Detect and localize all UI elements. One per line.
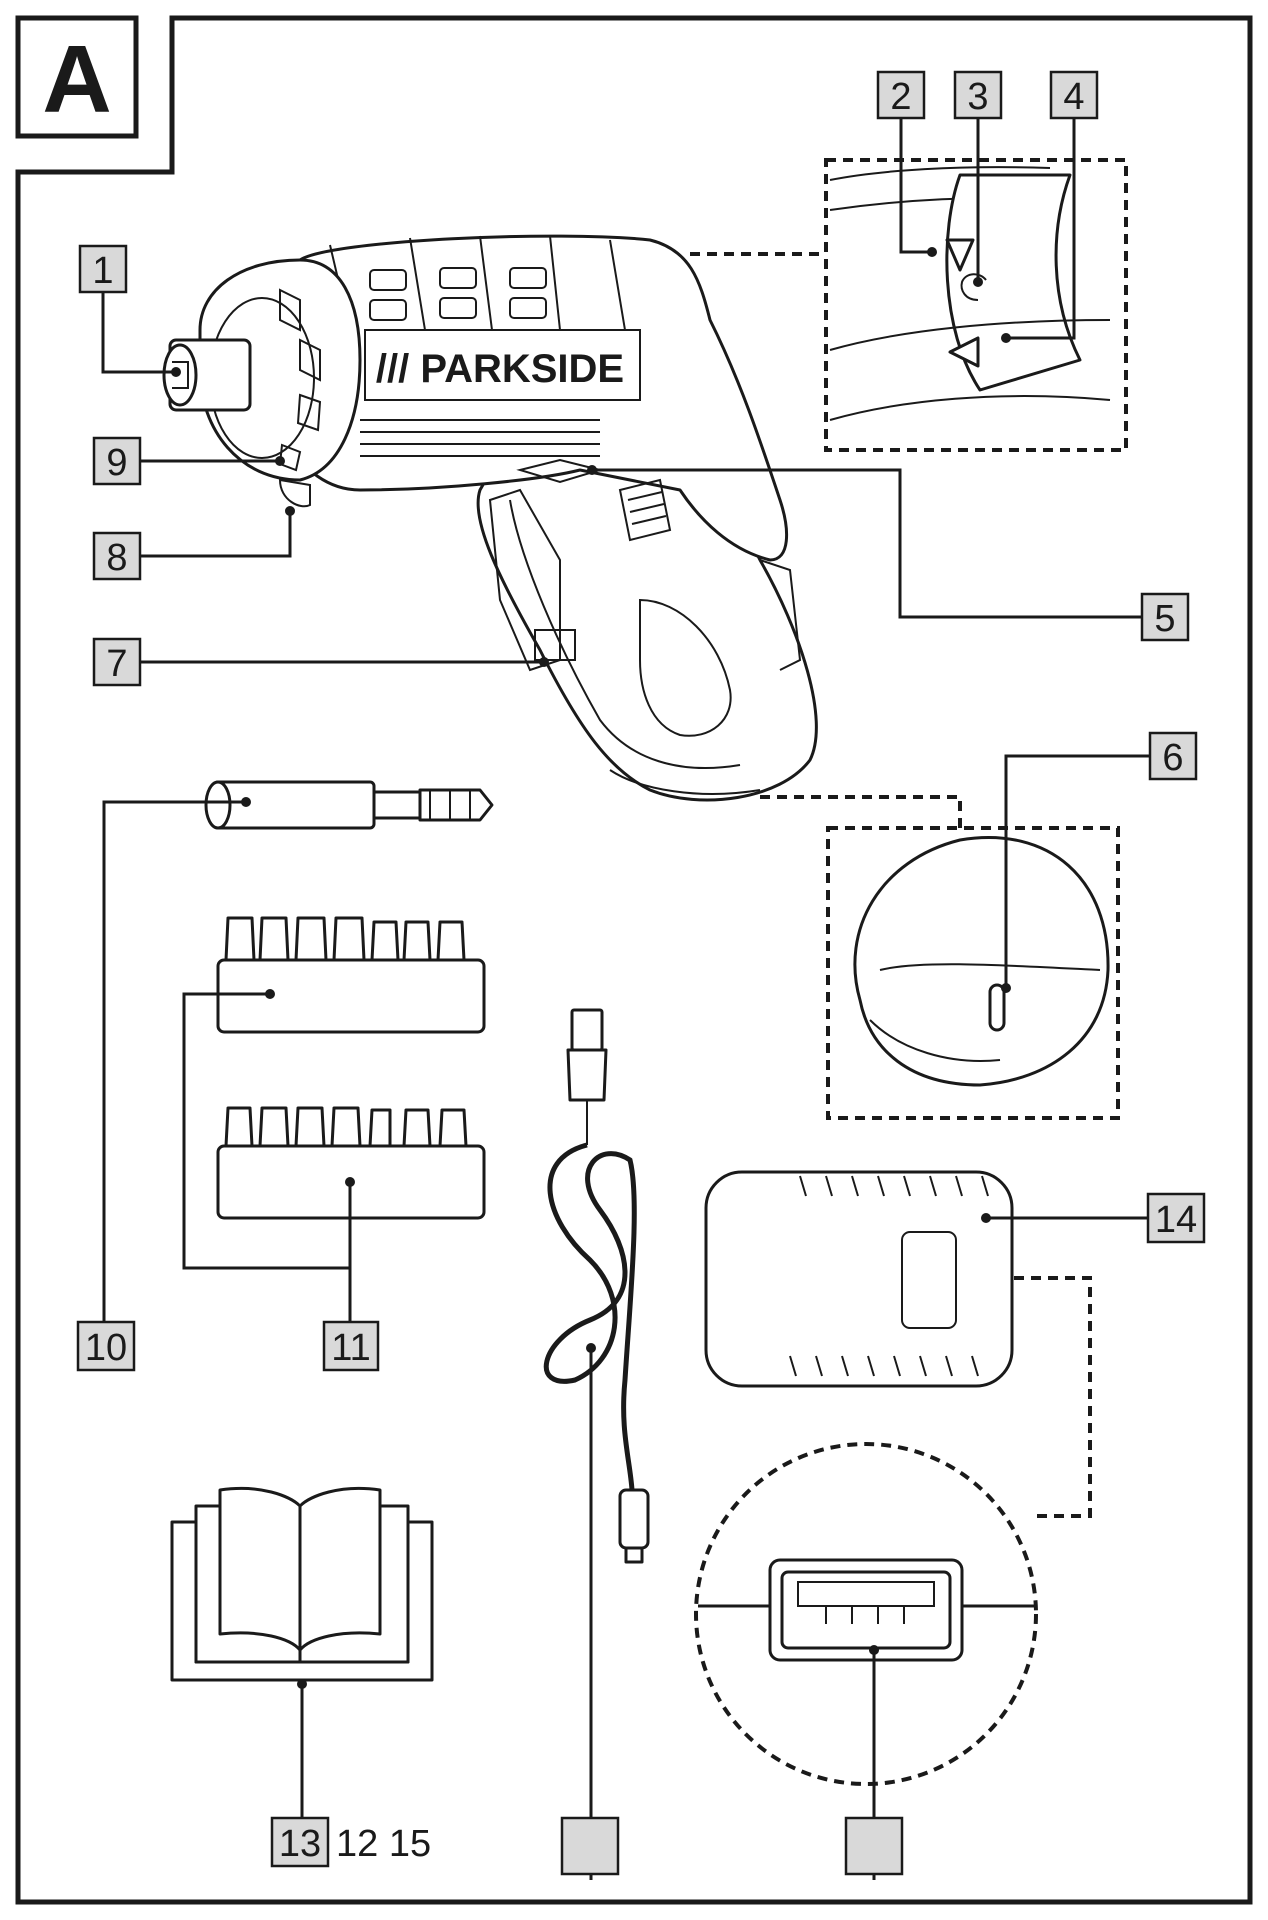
callout-7: 7 <box>92 637 142 687</box>
callout-10-label: 10 <box>85 1327 127 1369</box>
callout-4: 4 <box>1049 70 1099 120</box>
callout-9: 9 <box>92 436 142 486</box>
callout-2-label: 2 <box>890 76 911 118</box>
callout-11: 11 <box>322 1320 380 1372</box>
callout-5: 5 <box>1140 592 1190 642</box>
callout-5-label: 5 <box>1154 598 1175 640</box>
callout-2: 2 <box>876 70 926 120</box>
callout-3-label: 3 <box>967 76 988 118</box>
callout-7-label: 7 <box>106 643 127 685</box>
callout-cable <box>560 1816 620 1876</box>
callout-1: 1 <box>78 244 128 294</box>
callout-11-label: 11 <box>331 1327 370 1369</box>
callout-4-label: 4 <box>1063 76 1084 118</box>
callout-1-label: 1 <box>92 250 113 292</box>
outer-frame <box>15 15 1253 1905</box>
callout-8-label: 8 <box>106 537 127 579</box>
callout-14-label: 14 <box>1155 1199 1197 1241</box>
figure-letter-box <box>15 15 139 139</box>
callout-13-label: 13 <box>279 1823 321 1865</box>
usb-charger <box>694 1170 1092 1786</box>
figure-letter: A <box>42 26 111 133</box>
charge-indicator-detail <box>760 795 1120 1120</box>
callout-3: 3 <box>953 70 1003 120</box>
bit-holder-extension <box>204 780 494 830</box>
bit-set-upper <box>216 916 486 1034</box>
callout-9-label: 9 <box>106 442 127 484</box>
screwdriver-illustration: /// PARKSIDE <box>162 234 818 802</box>
callout-6: 6 <box>1148 731 1198 781</box>
callout-14: 14 <box>1146 1192 1206 1244</box>
callout-10: 10 <box>76 1320 136 1372</box>
callout-8: 8 <box>92 531 142 581</box>
brand-logo-text: /// PARKSIDE <box>376 347 624 391</box>
callout-13: 13 <box>270 1816 330 1868</box>
instruction-manual <box>170 1486 434 1682</box>
callout-port <box>844 1816 904 1876</box>
direction-switch-detail <box>690 158 1128 452</box>
callout-6-label: 6 <box>1162 737 1183 779</box>
usb-cable <box>543 1008 650 1564</box>
callout-12-15-label: 12 15 <box>336 1823 431 1865</box>
